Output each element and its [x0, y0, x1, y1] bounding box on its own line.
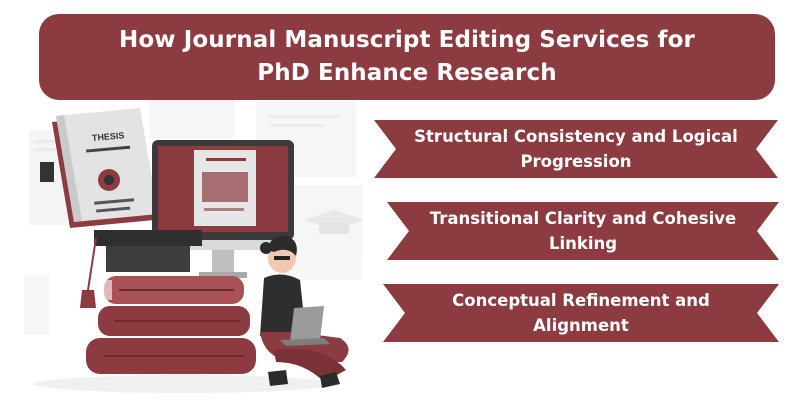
point-label: Transitional Clarity and Cohesive Linkin… [429, 209, 737, 253]
point-label: Structural Consistency and Logical Progr… [414, 127, 738, 171]
computer-monitor-icon [152, 140, 294, 278]
researcher-figure-icon [260, 235, 349, 388]
researcher-illustration: THESIS [24, 100, 364, 393]
page-title: How Journal Manuscript Editing Services … [119, 27, 695, 86]
point-ribbon-transitional: Transitional Clarity and Cohesive Linkin… [387, 202, 779, 260]
title-banner: How Journal Manuscript Editing Services … [39, 14, 775, 100]
book-stack-icon [34, 276, 334, 393]
laptop-icon [280, 306, 330, 346]
small-cap-icon [304, 210, 364, 234]
point-label: Conceptual Refinement and Alignment [452, 291, 710, 335]
point-ribbon-conceptual: Conceptual Refinement and Alignment [383, 284, 779, 342]
thesis-book-icon: THESIS [40, 108, 158, 228]
background-documents-icon [24, 100, 362, 335]
graduation-cap-icon [80, 230, 202, 308]
book-label: THESIS [92, 130, 125, 143]
point-ribbon-structural: Structural Consistency and Logical Progr… [374, 120, 778, 178]
